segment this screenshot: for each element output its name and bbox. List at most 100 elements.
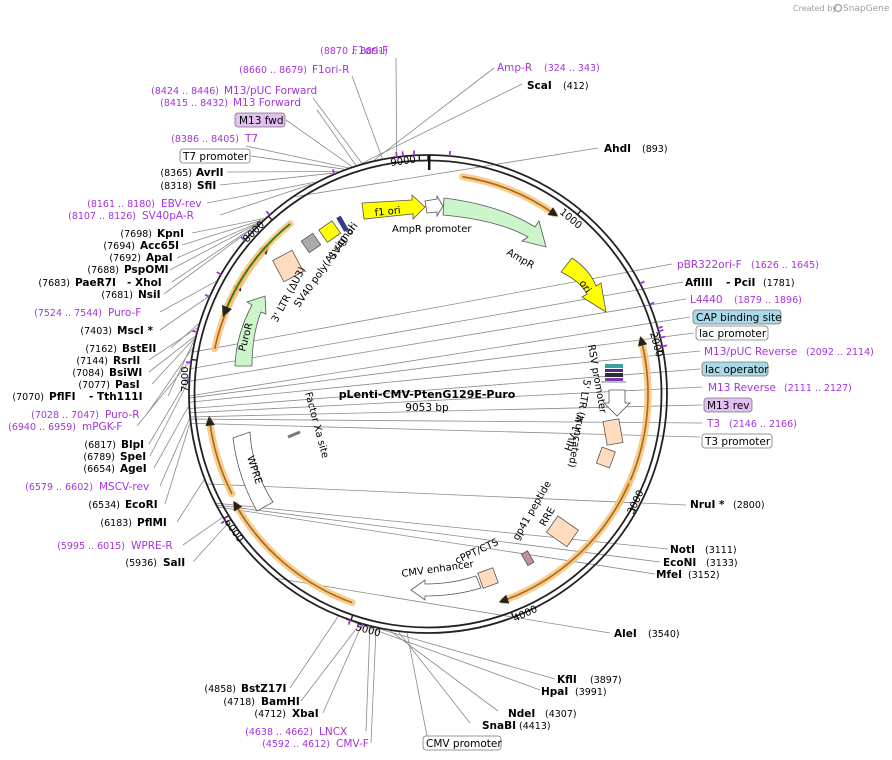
feature-t3-promoter-bar (605, 378, 623, 381)
label-msci[interactable]: MscI * (117, 325, 153, 337)
label-wpre-r: WPRE-R (131, 540, 173, 552)
label-kpni[interactable]: KpnI (157, 228, 184, 240)
feature-factor-xa-site[interactable] (287, 430, 301, 439)
label-bstz17i[interactable]: BstZ17I (241, 683, 286, 695)
label-kpni-pos: (7698) (120, 229, 152, 240)
label-pspomi[interactable]: PspOMI (124, 264, 169, 276)
label-bamhi[interactable]: BamHI (261, 696, 300, 708)
label-pcii[interactable]: - PciI (726, 277, 755, 289)
leader-56 (187, 316, 691, 397)
leader-40 (398, 631, 471, 724)
label-snabi[interactable]: SnaBI (482, 720, 516, 732)
label-ahdi[interactable]: AhdI (604, 143, 631, 155)
label-blpi[interactable]: BlpI (121, 439, 144, 451)
label-pasi-pos: (7077) (78, 380, 110, 391)
label-apai[interactable]: ApaI (146, 252, 173, 264)
label-econi-pos: (3133) (706, 558, 738, 569)
feature-ampr-promoter[interactable] (424, 194, 444, 218)
feature-sv40-ori[interactable] (318, 220, 342, 243)
leader-41 (390, 630, 499, 712)
label-sv40pa-r-pos: (8107 .. 8126) (68, 211, 136, 222)
label-pflfi[interactable]: PflFI (49, 391, 76, 403)
label-bsiwi[interactable]: BsiWI (109, 367, 142, 379)
feature-5-ltr[interactable] (602, 418, 624, 446)
feature-wpre[interactable] (232, 431, 274, 512)
label-pflmi[interactable]: PflMI (137, 517, 167, 529)
leader-60 (290, 147, 599, 198)
plasmid-size: 9053 bp (405, 402, 449, 414)
label-spei[interactable]: SpeI (120, 451, 146, 463)
tick-major-2 (656, 349, 664, 353)
label-snabi-pos: (4413) (519, 721, 551, 732)
orf-puror-core (221, 223, 291, 317)
leader-62 (373, 67, 495, 161)
leader-23 (167, 339, 195, 397)
label-mscv-rev: MSCV-rev (99, 481, 149, 493)
leader-21 (148, 335, 196, 373)
label-xhoi[interactable]: - XhoI (127, 277, 162, 289)
feature-3-ltr[interactable] (272, 249, 304, 283)
label-rsrii[interactable]: RsrII (113, 355, 140, 367)
feature-cmv-enhancer[interactable] (410, 575, 482, 601)
leader-35 (300, 623, 361, 702)
feature-rsv-promoter[interactable] (603, 389, 631, 417)
label-mfei[interactable]: MfeI (656, 569, 682, 581)
feature-ampr[interactable] (442, 197, 547, 248)
label-pasi[interactable]: PasI (115, 379, 140, 391)
label-kfli[interactable]: KflI (557, 674, 577, 686)
label-t3: T3 (706, 418, 720, 430)
leader-5 (245, 145, 348, 169)
feature-ori[interactable] (560, 257, 607, 313)
label-avrii[interactable]: AvrII (196, 167, 224, 179)
feature-puror[interactable] (234, 295, 267, 367)
label-alei[interactable]: AleI (614, 628, 637, 640)
feature-label-cmv-enhancer: CMV enhancer (401, 559, 475, 580)
label-agei[interactable]: AgeI (120, 463, 147, 475)
label-lncx-pos: (4638 .. 4662) (245, 727, 313, 738)
label-m13-fwd: M13 fwd (239, 115, 284, 127)
site-marker-15 (192, 329, 198, 334)
site-markers (184, 150, 668, 629)
feature-rre[interactable] (545, 515, 579, 548)
feature-sv40-polya[interactable] (300, 232, 322, 254)
feature-gp41-peptide[interactable] (520, 550, 535, 567)
label-bsteii[interactable]: BstEII (122, 343, 156, 355)
credit-prefix: Created by (793, 4, 837, 13)
label-sfii[interactable]: SfiI (197, 180, 216, 192)
site-marker-13 (216, 271, 222, 276)
tick-label-6000: 6000 (222, 517, 246, 544)
cap-binding-site-box (692, 309, 782, 325)
label-paer7i[interactable]: PaeR7I (75, 277, 116, 289)
feature-hiv1-psi[interactable] (595, 446, 616, 469)
label-nsii[interactable]: NsiI (138, 289, 161, 301)
label-nrui[interactable]: NruI * (690, 499, 725, 511)
label-xbai[interactable]: XbaI (292, 708, 319, 720)
label-noti[interactable]: NotI (670, 544, 695, 556)
leader-29 (159, 418, 190, 487)
label-blpi-pos: (6817) (84, 440, 116, 451)
label-sali-pos: (5936) (125, 558, 157, 569)
feature-f1-ori[interactable] (361, 194, 426, 220)
label-econi[interactable]: EcoNI (663, 557, 696, 569)
label-scai[interactable]: ScaI (527, 80, 552, 92)
site-marker-8 (662, 344, 668, 348)
m13-fwd-box (234, 112, 286, 128)
label-acc65i[interactable]: Acc65I (140, 240, 179, 252)
feature-sv40-promoter[interactable] (336, 215, 349, 232)
label-bsiwi-pos: (7084) (72, 368, 104, 379)
leader-11 (191, 218, 265, 234)
label-afliii[interactable]: AflIII (685, 277, 713, 289)
label-ebv-rev-pos: (8161 .. 8180) (87, 199, 155, 210)
label-sfii-pos: (8318) (160, 181, 192, 192)
label-ecori[interactable]: EcoRI (125, 499, 158, 511)
label-hpai[interactable]: HpaI (541, 686, 568, 698)
label-sali[interactable]: SalI (163, 557, 185, 569)
feature-cppt-cts[interactable] (477, 567, 499, 589)
label-tth111i[interactable]: - Tth111I (89, 391, 143, 403)
label-wpre-r-pos: (5995 .. 6015) (57, 541, 125, 552)
label-ecori-pos: (6534) (88, 500, 120, 511)
site-marker-9 (401, 151, 404, 157)
label-m13-forward: M13 Forward (233, 97, 301, 109)
label-ndei[interactable]: NdeI (508, 708, 535, 720)
leader-57 (188, 298, 687, 382)
